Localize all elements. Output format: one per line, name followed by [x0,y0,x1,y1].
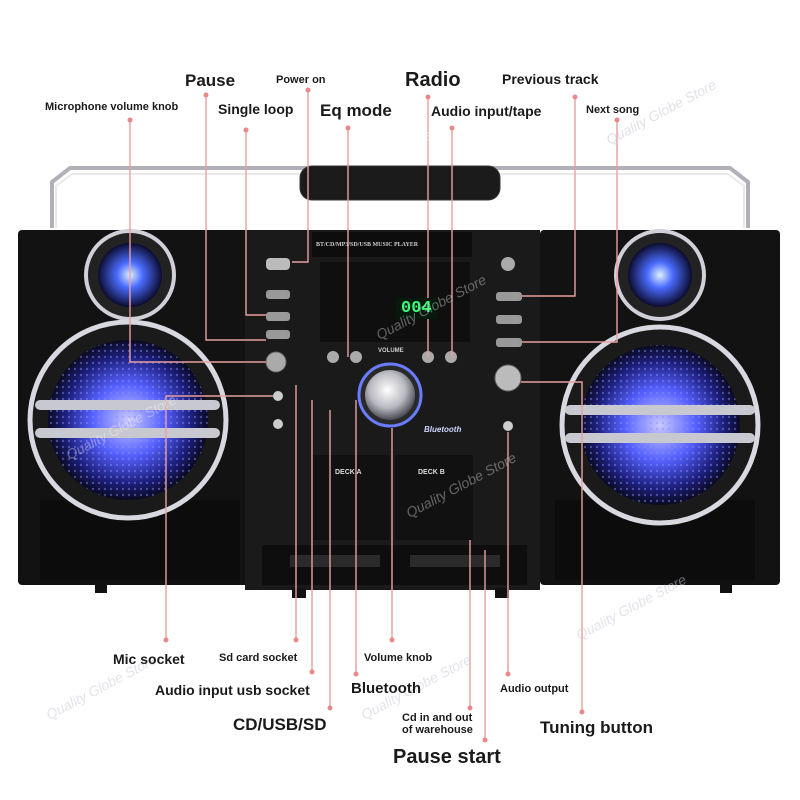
volume-text: VOLUME [378,348,404,354]
cassette-decks [262,455,527,585]
label-audio-output: Audio output [500,683,569,695]
label-audio-input-usb-socket: Audio input usb socket [155,682,310,698]
deck-a-label: DECK A [335,469,362,476]
left-button-column [265,258,290,429]
left-woofer [27,319,229,521]
label-sd-card-socket: Sd card socket [219,652,298,664]
label-radio: Radio [405,69,461,91]
label-cd-in-out-line2: of warehouse [402,724,473,736]
callout-dots [127,87,620,743]
volume-knob-graphic [357,362,423,428]
label-tuning-button: Tuning button [540,718,653,737]
right-woofer [559,324,761,526]
label-mic-socket: Mic socket [113,651,185,667]
label-power-on: Power on [276,74,326,86]
label-audio-input-tape: Audio input/tape [431,103,542,119]
deck-b-label: DECK B [418,469,445,476]
label-microphone-volume-knob: Microphone volume knob [45,101,179,113]
callout-lines [129,90,618,740]
label-eq-mode: Eq mode [320,101,392,120]
small-knobs [327,351,457,363]
right-button-column [494,257,522,431]
panel-text: BT/CD/MP3/SD/USB MUSIC PLAYER [316,242,419,248]
right-tweeter [614,229,706,321]
label-previous-track: Previous track [502,71,599,87]
label-cd-in-out-line1: Cd in and out [402,712,473,724]
carry-handle [50,165,750,228]
label-bluetooth: Bluetooth [351,680,421,697]
bluetooth-badge: Bluetooth [424,425,462,434]
label-single-loop: Single loop [218,101,294,117]
label-pause: Pause [185,71,236,90]
label-pause-start: Pause start [393,746,501,768]
led-display: 004 [396,298,437,319]
label-cd-usb-sd: CD/USB/SD [233,715,327,734]
label-volume-knob: Volume knob [364,652,433,664]
label-next-song: Next song [586,104,640,116]
